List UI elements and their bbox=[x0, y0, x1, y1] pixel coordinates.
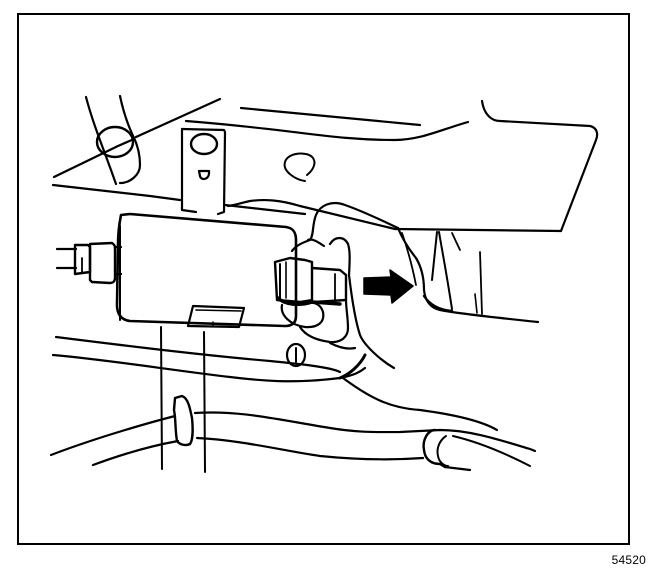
upper-tube bbox=[84, 94, 142, 186]
lower-frame-rail bbox=[51, 335, 367, 383]
frame-uprights bbox=[160, 326, 206, 473]
inlet-fitting bbox=[55, 241, 123, 285]
hand bbox=[280, 201, 540, 370]
figure-number: 54520 bbox=[611, 553, 646, 567]
fuel-filter-canister bbox=[115, 212, 298, 329]
mounting-bracket bbox=[180, 127, 227, 216]
panel-hole bbox=[283, 152, 316, 182]
quick-connect-fitting bbox=[273, 256, 348, 307]
arrow-right-icon bbox=[363, 269, 414, 304]
line-clips bbox=[172, 394, 449, 469]
fuel-lines bbox=[49, 376, 537, 472]
vehicle-frame-rail bbox=[51, 97, 599, 233]
